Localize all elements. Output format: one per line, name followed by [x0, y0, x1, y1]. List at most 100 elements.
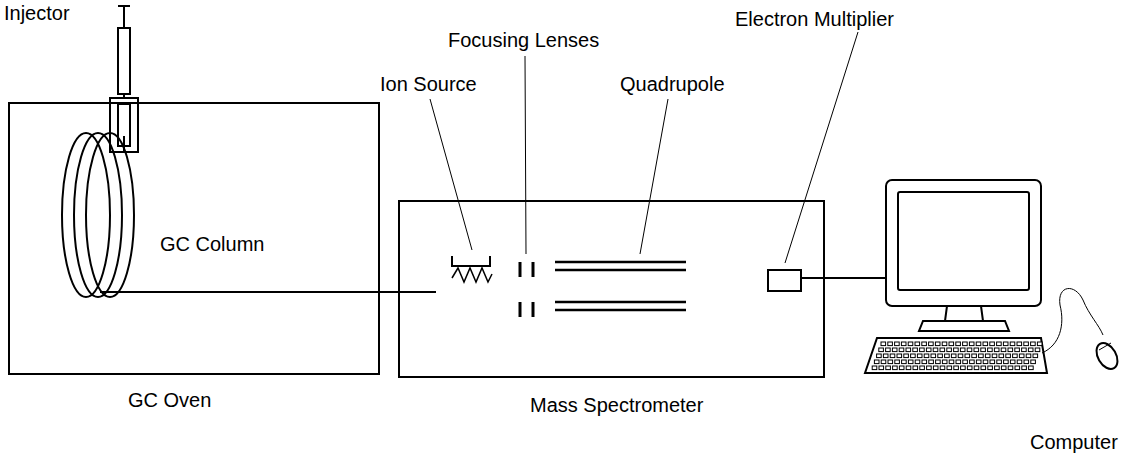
- key: [904, 354, 909, 358]
- key: [931, 354, 936, 358]
- keyboard-keys: [872, 342, 1042, 370]
- computer-illustration: Computer: [885, 175, 1115, 455]
- key: [1008, 348, 1013, 352]
- key: [963, 360, 968, 364]
- mouse-cable: [1042, 289, 1103, 353]
- plunger-rod: [123, 6, 125, 28]
- key: [972, 354, 977, 358]
- key: [902, 360, 907, 364]
- injector-port: [110, 98, 138, 152]
- key: [963, 342, 968, 346]
- key: [920, 366, 925, 370]
- quadrupole-rod: [555, 301, 686, 304]
- key: [1019, 354, 1024, 358]
- key: [988, 366, 993, 370]
- key: [960, 348, 965, 352]
- key: [942, 342, 947, 346]
- monitor-base: [919, 321, 1009, 331]
- key: [1026, 354, 1031, 358]
- key: [895, 360, 900, 364]
- key: [1001, 366, 1006, 370]
- key: [893, 366, 898, 370]
- key: [969, 342, 974, 346]
- key: [886, 348, 891, 352]
- key: [981, 366, 986, 370]
- node-label: Mass Spectrometer: [530, 393, 703, 417]
- part-label: Ion Source: [380, 72, 477, 96]
- key: [915, 360, 920, 364]
- key: [913, 348, 918, 352]
- key: [983, 360, 988, 364]
- ion-source-filament: [452, 268, 492, 282]
- key: [990, 360, 995, 364]
- key: [906, 348, 911, 352]
- key: [1035, 348, 1040, 352]
- node-label: Electron Multiplier: [735, 7, 894, 31]
- key: [890, 354, 895, 358]
- key: [976, 360, 981, 364]
- mass-spectrometer-box: Mass SpectrometerElectron Multiplier: [398, 200, 825, 378]
- key: [899, 366, 904, 370]
- key: [1004, 360, 1009, 364]
- key: [917, 354, 922, 358]
- key: [874, 360, 879, 364]
- key: [872, 366, 877, 370]
- key: [974, 366, 979, 370]
- key: [1006, 354, 1011, 358]
- key: [1010, 360, 1015, 364]
- leader-line: [430, 99, 472, 250]
- key: [879, 366, 884, 370]
- key: [888, 342, 893, 346]
- key: [927, 366, 932, 370]
- key: [994, 348, 999, 352]
- key: [940, 366, 945, 370]
- key: [915, 342, 920, 346]
- ion-source-bracket: [452, 256, 490, 266]
- key: [1033, 354, 1038, 358]
- key: [922, 360, 927, 364]
- key: [922, 342, 927, 346]
- key: [956, 360, 961, 364]
- key: [908, 342, 913, 346]
- key: [949, 342, 954, 346]
- key: [967, 366, 972, 370]
- key: [1015, 348, 1020, 352]
- key: [1024, 360, 1029, 364]
- key: [990, 342, 995, 346]
- key: [940, 348, 945, 352]
- key: [936, 360, 941, 364]
- key: [897, 354, 902, 358]
- key: [947, 366, 952, 370]
- key: [1022, 348, 1027, 352]
- quadrupole-rod: [555, 309, 686, 312]
- key: [877, 354, 882, 358]
- key: [1010, 342, 1015, 346]
- key: [881, 342, 886, 346]
- key: [958, 354, 963, 358]
- key: [1003, 342, 1008, 346]
- key: [999, 354, 1004, 358]
- connector-line: [802, 278, 885, 279]
- key: [888, 360, 893, 364]
- key: [911, 354, 916, 358]
- electron-multiplier-box: Electron Multiplier: [767, 269, 802, 292]
- part-label: GC Column: [160, 232, 264, 256]
- mouse-button: [1099, 343, 1111, 350]
- column-coil: [86, 133, 134, 297]
- key: [929, 342, 934, 346]
- part-label: Focusing Lenses: [448, 28, 599, 52]
- key: [906, 366, 911, 370]
- key: [1013, 354, 1018, 358]
- key: [979, 354, 984, 358]
- key: [992, 354, 997, 358]
- mouse: [1092, 339, 1122, 372]
- key: [938, 354, 943, 358]
- key: [913, 366, 918, 370]
- part-label: Quadrupole: [620, 72, 725, 96]
- key: [956, 342, 961, 346]
- key: [920, 348, 925, 352]
- key: [901, 342, 906, 346]
- key: [988, 348, 993, 352]
- monitor-frame: [886, 180, 1041, 306]
- key: [976, 342, 981, 346]
